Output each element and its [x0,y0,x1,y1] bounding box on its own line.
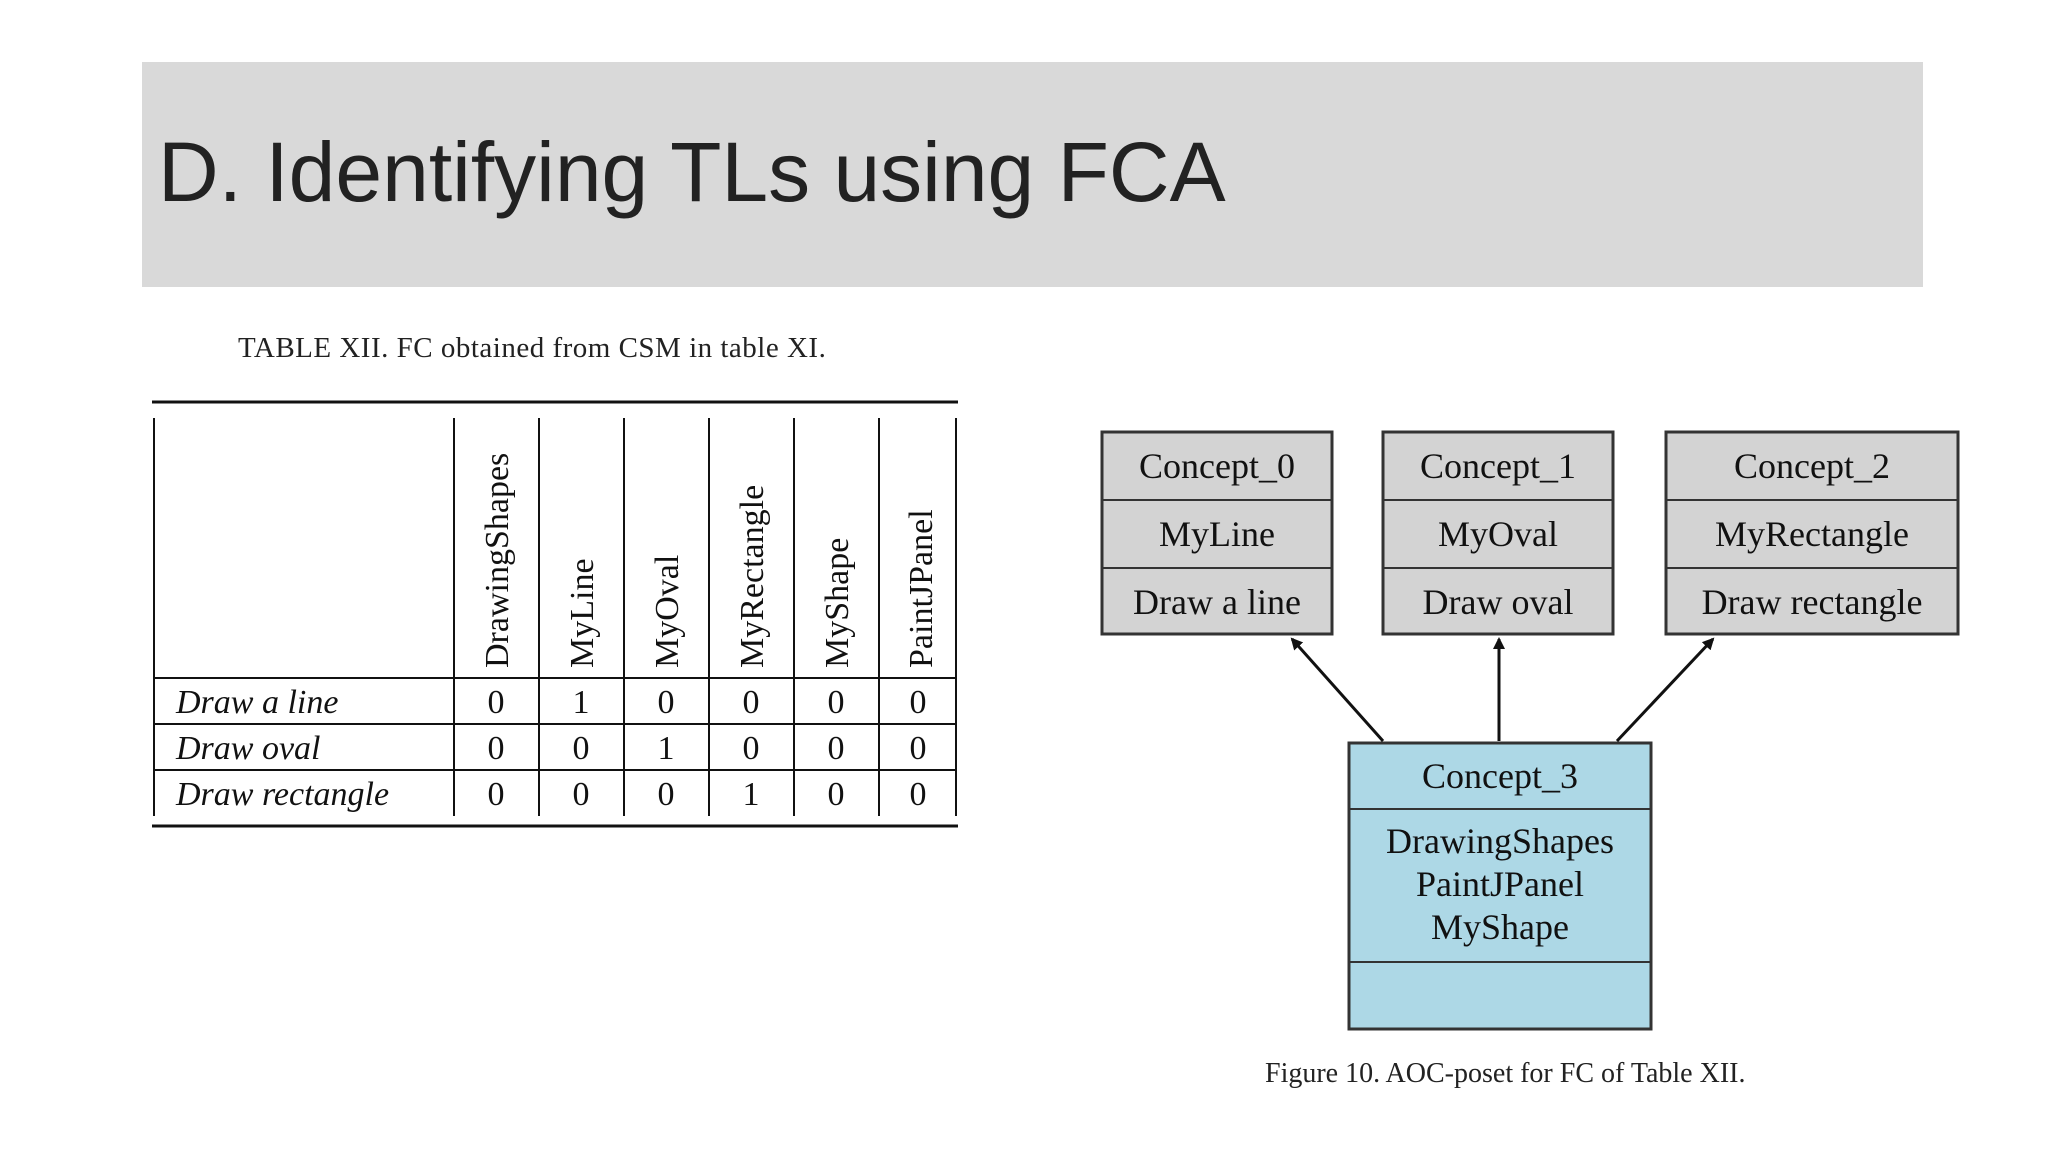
table-cell: 0 [573,776,590,813]
concept-name: Concept_2 [1734,446,1890,486]
column-header: MyShape [819,538,856,668]
table-cell: 1 [743,776,760,813]
table-cell: 0 [828,730,845,767]
column-header: MyRectangle [734,485,771,668]
title-bar: D. Identifying TLs using FCA [142,62,1923,287]
concept-object: MyShape [1431,907,1569,947]
aoc-poset-diagram: Concept_0 MyLine Draw a line Concept_1 M… [1100,430,1960,1031]
column-header: PaintJPanel [903,509,940,668]
column-header: MyOval [649,555,686,668]
table-cell: 0 [828,684,845,721]
edge-concept3-to-concept2 [1615,637,1715,743]
table-cell: 0 [658,776,675,813]
concept-name: Concept_0 [1139,446,1295,486]
concept-objects: MyLine [1159,514,1275,554]
concept-object: PaintJPanel [1416,864,1584,904]
concept-objects: MyOval [1438,514,1558,554]
table-cell: 0 [910,776,927,813]
table-cell: 1 [573,684,590,721]
concept-name: Concept_3 [1422,756,1578,796]
table-cell: 0 [488,730,505,767]
row-label: Draw oval [175,730,321,767]
concept-attributes: Draw a line [1133,582,1301,622]
table-cell: 0 [743,684,760,721]
table-cell: 0 [488,684,505,721]
formal-context-table: DrawingShapes MyLine MyOval MyRectangle … [152,400,958,828]
table-cell: 1 [658,730,675,767]
slide-title: D. Identifying TLs using FCA [158,125,1226,219]
concept-objects: MyRectangle [1715,514,1909,554]
column-header: MyLine [564,558,601,668]
row-label: Draw rectangle [175,776,389,813]
edge-concept3-to-concept0 [1290,637,1385,742]
table-cell: 0 [488,776,505,813]
table-cell: 0 [910,730,927,767]
table-caption: TABLE XII. FC obtained from CSM in table… [238,332,827,364]
column-header: DrawingShapes [479,453,516,668]
concept-3-node: Concept_3 DrawingShapes PaintJPanel MySh… [1347,741,1653,1031]
concept-object: DrawingShapes [1386,821,1614,861]
table-cell: 0 [573,730,590,767]
concept-attributes: Draw rectangle [1702,582,1923,622]
figure-caption: Figure 10. AOC-poset for FC of Table XII… [1265,1058,1746,1089]
concept-attributes: Draw oval [1423,582,1574,622]
concept-node-box [1347,741,1653,1031]
concept-1-node: Concept_1 MyOval Draw oval [1381,430,1615,636]
table-cell: 0 [910,684,927,721]
table-cell: 0 [658,684,675,721]
concept-name: Concept_1 [1420,446,1576,486]
concept-node-box [1664,430,1960,636]
table-cell: 0 [743,730,760,767]
concept-2-node: Concept_2 MyRectangle Draw rectangle [1664,430,1960,636]
row-label: Draw a line [175,684,338,721]
concept-node-box [1100,430,1334,636]
table-cell: 0 [828,776,845,813]
concept-0-node: Concept_0 MyLine Draw a line [1100,430,1334,636]
concept-node-box [1381,430,1615,636]
